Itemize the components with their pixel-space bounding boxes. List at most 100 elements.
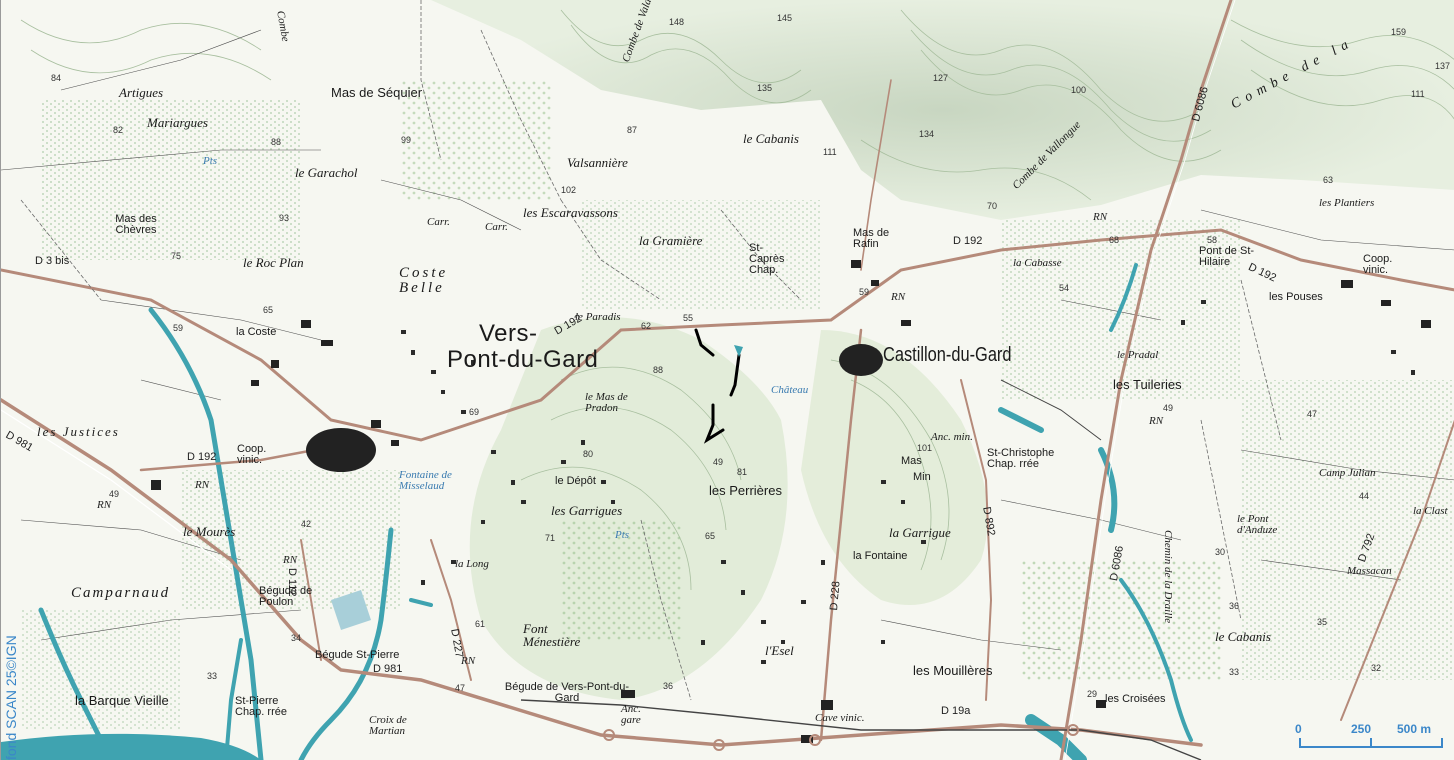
place-label: les Croisées xyxy=(1105,693,1166,705)
altitude-label: 29 xyxy=(1087,689,1098,699)
road-label: D 192 xyxy=(187,451,217,463)
place-label: Coop. vinic. xyxy=(1363,253,1393,276)
altitude-label: 30 xyxy=(1215,547,1226,557)
scale-bar-tick xyxy=(1370,738,1372,748)
altitude-label: 111 xyxy=(1411,89,1425,99)
altitude-label: 59 xyxy=(859,287,870,297)
place-label: St-Pierre Chap. rrée xyxy=(235,695,287,718)
altitude-label: 148 xyxy=(669,17,685,27)
place-label: la Cabasse xyxy=(1013,257,1062,269)
place-label: Mas xyxy=(901,455,922,467)
altitude-label: 88 xyxy=(271,137,282,147)
place-label: le Paradis xyxy=(575,311,621,323)
scale-label-250: 250 xyxy=(1351,722,1372,736)
altitude-label: 100 xyxy=(1071,85,1087,95)
road-label: RN xyxy=(891,291,906,303)
altitude-label: 145 xyxy=(777,13,793,23)
place-label: Pts xyxy=(615,529,630,541)
altitude-label: 47 xyxy=(1307,409,1318,419)
place-label: St-Christophe Chap. rrée xyxy=(987,447,1055,470)
place-label: la Gramière xyxy=(639,233,703,248)
copyright-label: fond SCAN 25©IGN xyxy=(3,635,19,760)
altitude-label: 33 xyxy=(1229,667,1240,677)
altitude-label: 127 xyxy=(933,73,949,83)
altitude-label: 49 xyxy=(713,457,724,467)
place-label: Mas de Séquier xyxy=(331,85,423,100)
altitude-label: 62 xyxy=(641,321,652,331)
scale-bar-tick xyxy=(1441,738,1443,748)
place-label: Croix de Martian xyxy=(369,714,407,737)
place-label: Chemin de la Draille xyxy=(1162,530,1174,624)
altitude-label: 44 xyxy=(1359,491,1370,501)
altitude-label: 63 xyxy=(1323,175,1334,185)
place-label: Camp Julian xyxy=(1319,467,1376,479)
altitude-label: 49 xyxy=(109,489,120,499)
altitude-label: 134 xyxy=(919,129,935,139)
scale-label-0: 0 xyxy=(1295,722,1302,736)
altitude-label: 54 xyxy=(1059,283,1070,293)
altitude-label: 70 xyxy=(987,201,998,211)
altitude-label: 88 xyxy=(653,365,664,375)
place-label: Coste Belle xyxy=(399,265,449,296)
altitude-label: 81 xyxy=(737,467,748,477)
place-label: Pts xyxy=(203,155,218,167)
place-label: les Justices xyxy=(37,424,120,439)
place-label: la Coste xyxy=(236,326,277,338)
road-label: D 112 xyxy=(286,568,298,597)
road-label: RN xyxy=(97,499,112,511)
altitude-label: 55 xyxy=(683,313,694,323)
scale-label-500: 500 m xyxy=(1397,722,1432,736)
altitude-label: 58 xyxy=(1207,235,1218,245)
altitude-label: 69 xyxy=(469,407,480,417)
place-label: Massacan xyxy=(1347,565,1392,577)
altitude-label: 33 xyxy=(207,671,218,681)
altitude-label: 93 xyxy=(279,213,290,223)
scale-bar-tick xyxy=(1299,738,1301,748)
altitude-label: 71 xyxy=(545,533,556,543)
place-label: Mas des Chèvres xyxy=(115,213,157,236)
place-label: Cave vinic. xyxy=(815,712,865,724)
place-label: St-Caprès Chap. xyxy=(749,242,785,276)
place-label: Anc. min. xyxy=(931,431,973,443)
place-label: Font Ménestière xyxy=(523,621,581,649)
place-label: Pont de St-Hilaire xyxy=(1199,245,1255,268)
road-label: RN xyxy=(283,554,298,566)
altitude-label: 65 xyxy=(705,531,716,541)
town-label-vers: Vers- xyxy=(479,320,538,347)
place-label: les Pouses xyxy=(1269,291,1323,303)
town-label-castillon-du-gard: Castillon-du-Gard xyxy=(883,344,1012,366)
altitude-label: 65 xyxy=(263,305,274,315)
place-label: Min xyxy=(913,471,931,483)
place-label: les Perrières xyxy=(709,483,782,498)
altitude-label: 80 xyxy=(583,449,594,459)
altitude-label: 59 xyxy=(173,323,184,333)
place-label: la Long xyxy=(455,558,489,570)
altitude-label: 87 xyxy=(627,125,638,135)
altitude-label: 47 xyxy=(455,683,466,693)
place-label: le Pradal xyxy=(1117,349,1159,361)
place-label: les Tuileries xyxy=(1113,377,1182,392)
place-label: Mariargues xyxy=(147,115,208,130)
place-label: les Escaravassons xyxy=(523,205,618,220)
road-label: D 19a xyxy=(941,705,971,717)
place-label: la Garrigue xyxy=(889,525,951,540)
altitude-label: 75 xyxy=(171,251,182,261)
altitude-label: 61 xyxy=(475,619,486,629)
place-label: le Cabanis xyxy=(743,131,799,146)
place-label: Bégude de Vers-Pont-du-Gard xyxy=(504,681,630,704)
place-label: l'Esel xyxy=(765,643,794,658)
place-label: la Clast xyxy=(1413,505,1448,517)
place-label: les Mouillères xyxy=(913,663,993,678)
place-label: les Garrigues xyxy=(551,503,623,518)
place-label: Carr. xyxy=(427,216,450,228)
altitude-label: 42 xyxy=(301,519,312,529)
place-label: Château xyxy=(771,384,809,396)
altitude-label: 159 xyxy=(1391,27,1407,37)
altitude-label: 137 xyxy=(1435,61,1451,71)
altitude-label: 36 xyxy=(1229,601,1240,611)
altitude-label: 135 xyxy=(757,83,773,93)
place-label: le Pont d'Anduze xyxy=(1237,513,1278,536)
place-label: Coop. vinic. xyxy=(237,443,267,466)
altitude-label: 49 xyxy=(1163,403,1174,413)
